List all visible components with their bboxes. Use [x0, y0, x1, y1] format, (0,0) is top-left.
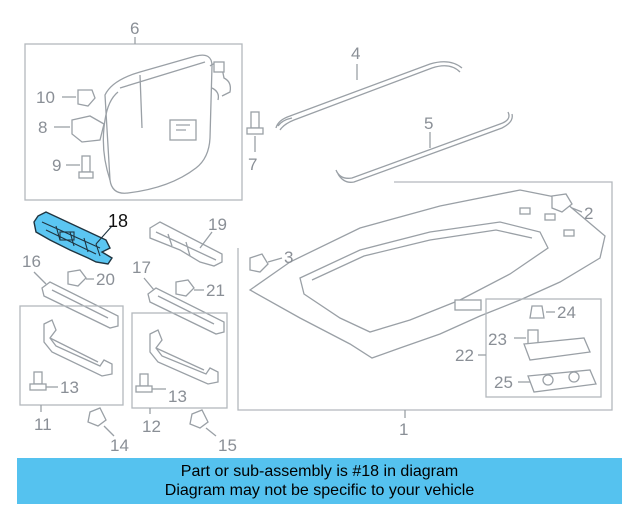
screw-13a[interactable] — [33, 371, 43, 385]
bracket-17-group: 17 — [132, 258, 225, 335]
grab-handle-11[interactable] — [43, 319, 113, 377]
callout-3[interactable]: 3 — [284, 248, 293, 267]
callout-1[interactable]: 1 — [399, 420, 408, 439]
moldings: 4 5 — [275, 44, 513, 183]
map-lamp-group: 22 24 23 25 — [455, 298, 602, 398]
callout-23[interactable]: 23 — [488, 330, 507, 349]
callout-11[interactable]: 11 — [34, 415, 52, 434]
bulb-23[interactable] — [527, 329, 539, 345]
callout-17[interactable]: 17 — [132, 258, 151, 277]
callout-25[interactable]: 25 — [494, 373, 513, 392]
parts-diagram: 6 10 8 9 7 4 — [19, 19, 613, 455]
callout-19[interactable]: 19 — [208, 215, 227, 234]
headliner-group: 1 2 3 — [237, 181, 613, 439]
sunroof-opening — [299, 221, 549, 333]
cap-15[interactable] — [189, 409, 209, 429]
banner-line-2: Diagram may not be specific to your vehi… — [164, 482, 475, 499]
map-lamp-25[interactable] — [527, 369, 597, 393]
screw-7-group: 7 — [246, 111, 264, 174]
clip-3[interactable] — [249, 253, 269, 273]
screw-9[interactable] — [81, 155, 91, 173]
callout-10[interactable]: 10 — [36, 88, 55, 107]
screw-9-head — [78, 171, 94, 179]
callout-22[interactable]: 22 — [455, 346, 474, 365]
molding-5[interactable] — [335, 111, 510, 179]
screw-7-head — [246, 127, 264, 135]
callout-5[interactable]: 5 — [424, 114, 433, 133]
banner-line-1: Part or sub-assembly is #18 in diagram — [180, 463, 459, 480]
disclaimer-banner: Part or sub-assembly is #18 in diagram D… — [17, 458, 622, 504]
callout-2[interactable]: 2 — [584, 204, 593, 223]
bracket-17[interactable] — [147, 287, 225, 335]
callout-12[interactable]: 12 — [142, 417, 161, 436]
nut-20-group: 20 — [67, 269, 115, 289]
grab-handle-11-group: 13 11 — [19, 305, 124, 434]
visor-pivot — [213, 61, 225, 73]
lamp-lens — [523, 337, 591, 361]
callout-16[interactable]: 16 — [22, 252, 41, 271]
callout-18[interactable]: 18 — [108, 211, 128, 231]
grab-handle-12-group: 13 12 — [131, 312, 228, 436]
nut-20[interactable] — [67, 269, 87, 287]
callout-9[interactable]: 9 — [52, 156, 61, 175]
screw-7[interactable] — [250, 111, 260, 129]
callout-14[interactable]: 14 — [110, 436, 129, 455]
grab-handle-12[interactable] — [149, 329, 219, 385]
callout-20[interactable]: 20 — [96, 270, 115, 289]
group-box-12 — [131, 312, 228, 409]
headliner-cutout — [454, 299, 482, 311]
visor-holder-8[interactable] — [71, 115, 105, 143]
group-box-6 — [24, 43, 243, 201]
highlighted-part-18[interactable]: 18 — [33, 211, 128, 265]
molding-4[interactable] — [275, 61, 463, 129]
bracket-16[interactable] — [41, 281, 119, 329]
callout-6[interactable]: 6 — [130, 19, 139, 38]
cap-14-group: 14 — [87, 407, 129, 455]
callout-8[interactable]: 8 — [38, 118, 47, 137]
callout-15[interactable]: 15 — [218, 436, 237, 455]
group-box-11 — [19, 305, 124, 406]
callout-7[interactable]: 7 — [248, 155, 257, 174]
screw-13b[interactable] — [139, 373, 149, 387]
callout-13b[interactable]: 13 — [168, 387, 187, 406]
bracket-18[interactable] — [33, 211, 113, 265]
sun-visor[interactable] — [104, 54, 213, 194]
nut-21-group: 21 — [175, 279, 225, 300]
callout-4[interactable]: 4 — [351, 44, 360, 63]
bulb-24[interactable] — [529, 305, 545, 319]
clip-2[interactable] — [551, 193, 573, 213]
nut-21[interactable] — [175, 279, 195, 297]
sun-visor-group: 6 10 8 9 — [24, 19, 243, 201]
callout-13a[interactable]: 13 — [60, 378, 79, 397]
group-box-22 — [485, 298, 602, 398]
bracket-16-group: 16 — [22, 252, 119, 329]
cap-14[interactable] — [87, 407, 107, 427]
group-box-1 — [237, 181, 613, 411]
callout-24[interactable]: 24 — [557, 303, 576, 322]
clip-10[interactable] — [77, 89, 96, 107]
callout-21[interactable]: 21 — [206, 281, 225, 300]
cap-15-group: 15 — [189, 409, 237, 455]
bracket-19-group: 19 — [149, 215, 227, 267]
